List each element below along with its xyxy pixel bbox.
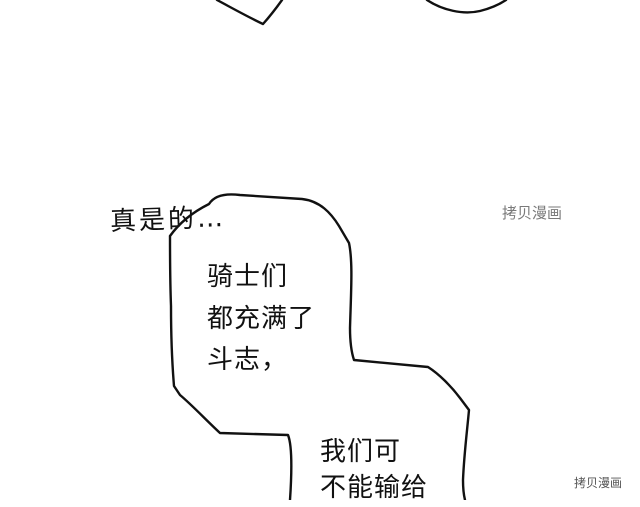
speech-bubble-outline [168,193,471,500]
top-left-balloon-tail [215,0,284,26]
watermark-top: 拷贝漫画 [502,204,563,222]
bubble-line-4: 我们可 [320,437,402,467]
bubble-line-5: 不能输给 [320,473,429,503]
bubble-line-2: 都充满了 [207,304,316,334]
bubble-line-3: 斗志， [207,345,289,375]
handwritten-sigh: 真是的… [109,202,227,238]
top-right-balloon-edge [425,0,508,14]
bubble-line-1: 骑士们 [207,262,289,292]
watermark-bottom: 拷贝漫画 [574,476,623,490]
